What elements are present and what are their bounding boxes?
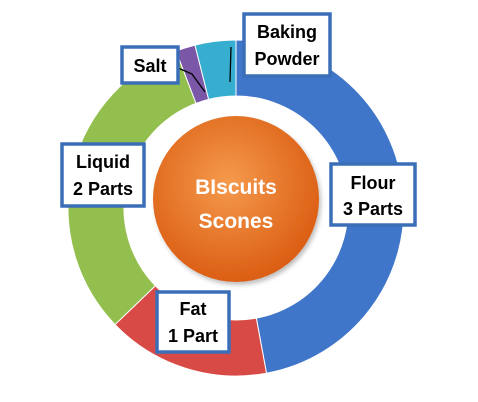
center-label-line-1: BIscuits bbox=[195, 176, 277, 199]
label-fat-line-2: 1 Part bbox=[168, 326, 218, 346]
label-flour-line-2: 3 Parts bbox=[343, 199, 403, 219]
label-baking-powder-line-1: Baking bbox=[257, 22, 317, 42]
label-baking-powder: Baking Powder bbox=[242, 12, 332, 78]
salt-leader-line bbox=[177, 67, 206, 93]
label-flour-line-1: Flour bbox=[351, 173, 396, 193]
baking-powder-leader-line bbox=[229, 46, 232, 83]
slice-baking-powder bbox=[194, 39, 237, 100]
label-baking-powder-line-2: Powder bbox=[254, 49, 319, 69]
label-fat-line-1: Fat bbox=[180, 299, 207, 319]
label-liquid-line-2: 2 Parts bbox=[73, 179, 133, 199]
center-circle bbox=[153, 116, 319, 282]
label-liquid: Liquid 2 Parts bbox=[60, 142, 146, 208]
slice-flour bbox=[235, 39, 405, 374]
center-label-line-2: Scones bbox=[199, 210, 274, 233]
label-fat: Fat 1 Part bbox=[155, 290, 231, 354]
label-liquid-line-1: Liquid bbox=[76, 152, 130, 172]
label-salt-line-1: Salt bbox=[133, 56, 166, 76]
label-salt: Salt bbox=[120, 45, 180, 85]
label-flour: Flour 3 Parts bbox=[329, 162, 417, 227]
